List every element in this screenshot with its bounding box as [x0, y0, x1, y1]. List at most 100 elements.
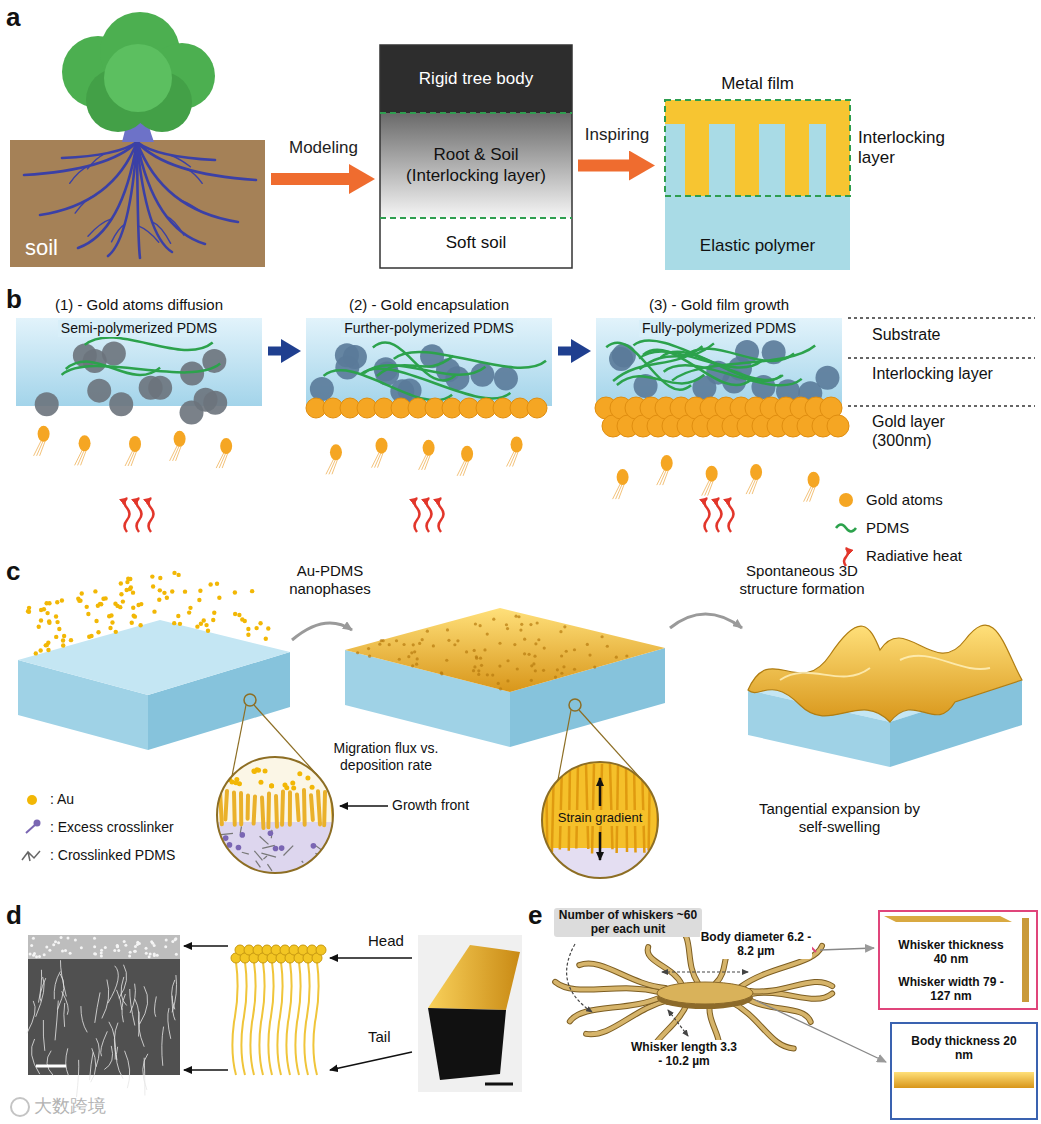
- interlocking-band: [380, 113, 572, 218]
- atom-trail: [708, 480, 714, 496]
- whisker: [579, 964, 665, 988]
- gold-atom: [87, 635, 91, 639]
- gold-grain: [505, 623, 508, 626]
- gold-streak: [576, 764, 578, 848]
- sem-fiber: [130, 989, 135, 1026]
- flow-arrow: [558, 347, 572, 356]
- gold-grain: [410, 651, 413, 654]
- gold-grain: [514, 615, 517, 618]
- gold-grain: [560, 654, 563, 657]
- sem-fiber: [130, 984, 135, 1013]
- sem-grain: [116, 944, 119, 947]
- filler-particle: [35, 392, 59, 416]
- model-outline: [380, 45, 572, 268]
- sem-grain: [80, 946, 83, 949]
- annotation: Interlocking layer: [872, 364, 1032, 383]
- gold-grain: [474, 622, 477, 625]
- edge-label: Modeling: [287, 138, 360, 158]
- sem-fiber: [27, 1001, 35, 1033]
- gold-atom: [237, 613, 241, 617]
- gold-grain: [513, 643, 516, 646]
- annotation: Head: [368, 932, 418, 950]
- sem-grain: [30, 944, 33, 947]
- gold-atom: [233, 590, 237, 594]
- pdms-block: [306, 318, 552, 406]
- gold-grain: [368, 655, 371, 658]
- sem-grain: [116, 945, 119, 948]
- heat-symbol: [137, 498, 142, 532]
- gold-atom: [61, 643, 65, 647]
- gold-streak: [610, 764, 612, 849]
- pointer-arrow: [340, 805, 388, 807]
- sem-grain: [174, 937, 177, 940]
- node-text: Elastic polymer: [697, 236, 818, 256]
- pdms-network: [242, 852, 249, 854]
- node-heading: (1) - Gold atoms diffusion: [55, 296, 223, 314]
- annotation: Growth front: [392, 797, 492, 814]
- pdms-block: [596, 318, 842, 406]
- gold-grain: [537, 638, 540, 641]
- zoom-pointer: [820, 948, 874, 950]
- atom-trail: [81, 449, 87, 465]
- gold-atom: [38, 426, 50, 442]
- gold-atom: [133, 614, 137, 618]
- panel-letter: b: [6, 284, 36, 315]
- sem-fiber: [55, 1001, 58, 1041]
- gold-atom: [174, 431, 186, 447]
- gold-grain: [529, 623, 532, 626]
- gold-atom: [172, 571, 176, 575]
- filler-particle: [203, 391, 227, 415]
- dotted-guide: [848, 405, 1035, 407]
- crosslinker: [236, 845, 242, 851]
- gold-streak: [626, 764, 627, 852]
- gold-grain: [492, 618, 495, 621]
- filler-particle: [494, 366, 518, 390]
- watermark-logo: [11, 1098, 29, 1116]
- sem-grain: [145, 952, 148, 955]
- atom-trail: [663, 469, 669, 485]
- process-arrow: [292, 623, 352, 640]
- root: [137, 142, 256, 180]
- dashed-boundary: [380, 217, 572, 219]
- gold-grain: [380, 639, 383, 642]
- gold-atom: [115, 604, 119, 608]
- pdms-chain: [377, 356, 453, 376]
- gold-atom: [119, 592, 123, 596]
- gold-grain: [412, 643, 415, 646]
- gold-grain: [506, 659, 509, 662]
- gold-rod: [232, 793, 237, 825]
- scale-bar: [485, 1083, 513, 1086]
- gold-grain: [530, 679, 533, 682]
- gold-grain: [523, 652, 526, 655]
- node-heading: Whisker thickness 40 nm: [890, 938, 1012, 967]
- gold-atom: [254, 626, 258, 630]
- sem-grain: [43, 953, 46, 956]
- gold-atom: [208, 582, 212, 586]
- inset-ground: [215, 755, 335, 875]
- sem-grain: [100, 952, 103, 955]
- gold-grain: [563, 625, 566, 628]
- pointer-arrow: [330, 957, 412, 959]
- gold-atom: [170, 589, 174, 593]
- crosslinker: [311, 843, 317, 849]
- crosslinker: [273, 846, 279, 852]
- sem-grain: [174, 938, 177, 941]
- sem-fiber: [54, 971, 60, 999]
- gold-streak: [617, 764, 618, 853]
- gold-deposit: [527, 398, 547, 418]
- gold-atom: [266, 626, 270, 630]
- gold-atom: [86, 612, 90, 616]
- filler-particle: [87, 379, 111, 403]
- sem-fiber: [144, 1058, 146, 1096]
- legend-line: [836, 525, 856, 532]
- gold-grain: [477, 669, 480, 672]
- gold-rod: [288, 792, 292, 825]
- sem-fiber: [60, 960, 66, 996]
- gold-grain: [625, 654, 628, 657]
- gold-atom: [263, 768, 268, 773]
- gold-rod: [322, 792, 327, 825]
- panel-letter: c: [6, 556, 36, 587]
- gold-grain: [398, 658, 401, 661]
- gold-grain: [453, 643, 456, 646]
- gold-grain: [477, 673, 480, 676]
